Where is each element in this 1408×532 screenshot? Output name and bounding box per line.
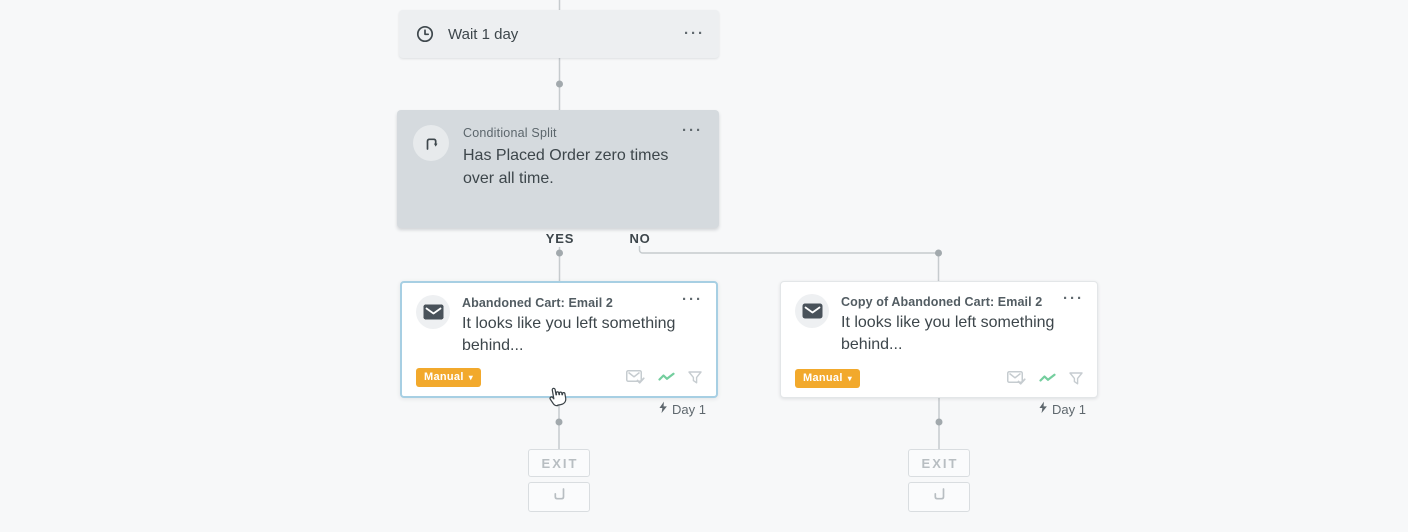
split-type-label: Conditional Split [463,126,557,140]
lightning-bolt-icon [1038,401,1048,417]
manual-status-label: Manual [803,372,843,384]
chevron-down-icon: ▾ [468,372,474,382]
clock-icon [415,24,435,44]
chevron-down-icon: ▾ [847,373,853,383]
branch-label-yes: YES [545,231,575,246]
merge-icon [551,486,568,508]
analytics-trend-icon[interactable] [1039,373,1056,384]
more-options-icon[interactable]: ··· [682,122,703,139]
more-options-icon[interactable]: ··· [684,25,705,42]
manual-status-dropdown[interactable]: Manual ▾ [795,369,861,388]
manual-status-dropdown[interactable]: Manual ▾ [416,368,482,387]
email-icon [795,294,829,328]
exit-node: EXIT [528,449,590,477]
email-title: Copy of Abandoned Cart: Email 2 [841,295,1043,309]
day-indicator: Day 1 [780,401,1086,417]
email-icon [416,295,450,329]
more-options-icon[interactable]: ··· [682,291,703,308]
analytics-trend-icon[interactable] [658,372,675,383]
day-label-text: Day 1 [672,401,706,417]
more-options-icon[interactable]: ··· [1063,290,1084,307]
merge-path-node [908,482,970,512]
merge-path-node [528,482,590,512]
lightning-bolt-icon [658,401,668,417]
conditional-split-card[interactable]: Conditional Split Has Placed Order zero … [397,110,719,228]
email-title: Abandoned Cart: Email 2 [462,296,613,310]
wait-step-card[interactable]: Wait 1 day ··· [399,10,719,58]
hand-pointer-cursor [544,380,572,414]
conditional-split-content: Conditional Split Has Placed Order zero … [463,125,703,213]
merge-icon [931,486,948,508]
wait-step-label: Wait 1 day [448,25,519,43]
split-condition-text: Has Placed Order zero times over all tim… [463,147,669,187]
conditional-split-icon [413,125,449,161]
day-indicator: Day 1 [400,401,706,417]
email-card-copy-abandoned-cart[interactable]: Copy of Abandoned Cart: Email 2 It looks… [780,281,1098,398]
exit-node: EXIT [908,449,970,477]
email-delivery-icon[interactable] [1007,371,1026,386]
day-label-text: Day 1 [1052,401,1086,417]
email-delivery-icon[interactable] [626,370,645,385]
manual-status-label: Manual [424,371,464,383]
email-subject: It looks like you left something behind.… [462,315,676,354]
branch-label-no: NO [629,231,651,246]
email-subject: It looks like you left something behind.… [841,314,1055,353]
filter-icon[interactable] [1069,372,1083,385]
filter-icon[interactable] [688,371,702,384]
